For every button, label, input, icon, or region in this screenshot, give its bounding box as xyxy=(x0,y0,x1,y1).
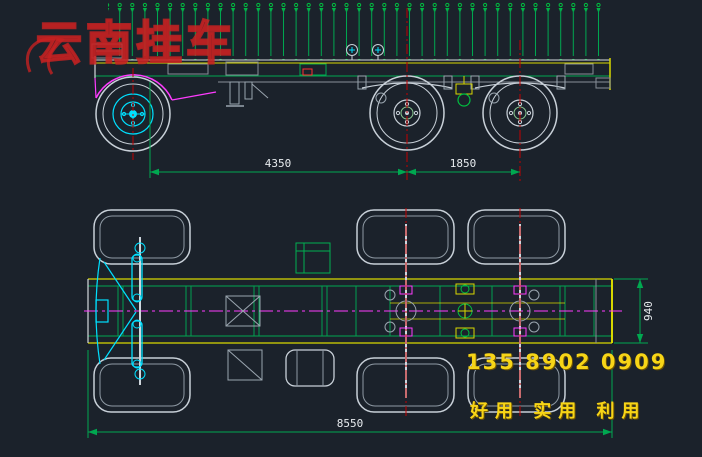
equalizer xyxy=(455,76,473,107)
plan-front-axle xyxy=(95,237,146,385)
rear-axle-2 xyxy=(470,75,566,151)
dimension-1850-label: 1850 xyxy=(450,157,477,170)
plan-battery-box xyxy=(227,349,263,381)
air-tanks xyxy=(346,44,384,60)
plan-view-dimensions: 8550 940 xyxy=(87,278,655,438)
plan-toolbox xyxy=(295,242,331,274)
plan-fuel-tank xyxy=(285,349,335,387)
crossmember-ticks xyxy=(108,2,602,60)
watermark-slogan: 好用 实用 利用 xyxy=(470,401,647,422)
plan-landing-gear xyxy=(225,295,261,327)
rear-axle-1 xyxy=(357,75,453,151)
watermark-phone-number: 135 8902 0909 xyxy=(466,350,668,374)
dimension-4350-label: 4350 xyxy=(265,157,292,170)
side-view: 4350 1850 xyxy=(91,2,611,182)
plan-view: 8550 940 xyxy=(84,208,655,438)
front-fender-arc xyxy=(94,74,217,101)
watermark-logo-swirl xyxy=(25,37,65,75)
landing-gear xyxy=(225,61,269,107)
plan-frame xyxy=(87,278,613,344)
dimension-8550-label: 8550 xyxy=(337,417,364,430)
side-view-dimensions: 4350 1850 xyxy=(149,82,520,178)
plan-rear-axles xyxy=(384,208,540,416)
red-component xyxy=(302,68,313,76)
dimension-940-label: 940 xyxy=(642,301,655,321)
